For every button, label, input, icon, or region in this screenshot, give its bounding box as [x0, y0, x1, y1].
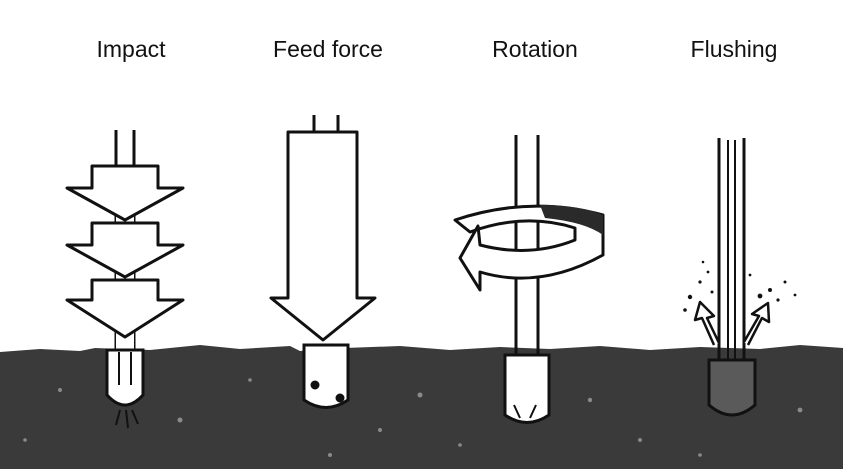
rotation-arrow [453, 204, 605, 292]
label-impact: Impact [96, 36, 166, 62]
flushing-arrows [693, 300, 771, 346]
rock-ground [0, 345, 843, 469]
flushing-drill [707, 138, 757, 417]
feed-force-arrow [269, 130, 377, 342]
feed-force-drill [302, 115, 350, 409]
label-rotation: Rotation [492, 36, 578, 62]
label-flushing: Flushing [690, 36, 778, 62]
label-feed-force: Feed force [273, 36, 383, 62]
impact-arrows [65, 164, 185, 339]
rotation-drill [503, 135, 551, 424]
flushing-cuttings [683, 260, 797, 312]
rock-speckles [23, 378, 803, 457]
